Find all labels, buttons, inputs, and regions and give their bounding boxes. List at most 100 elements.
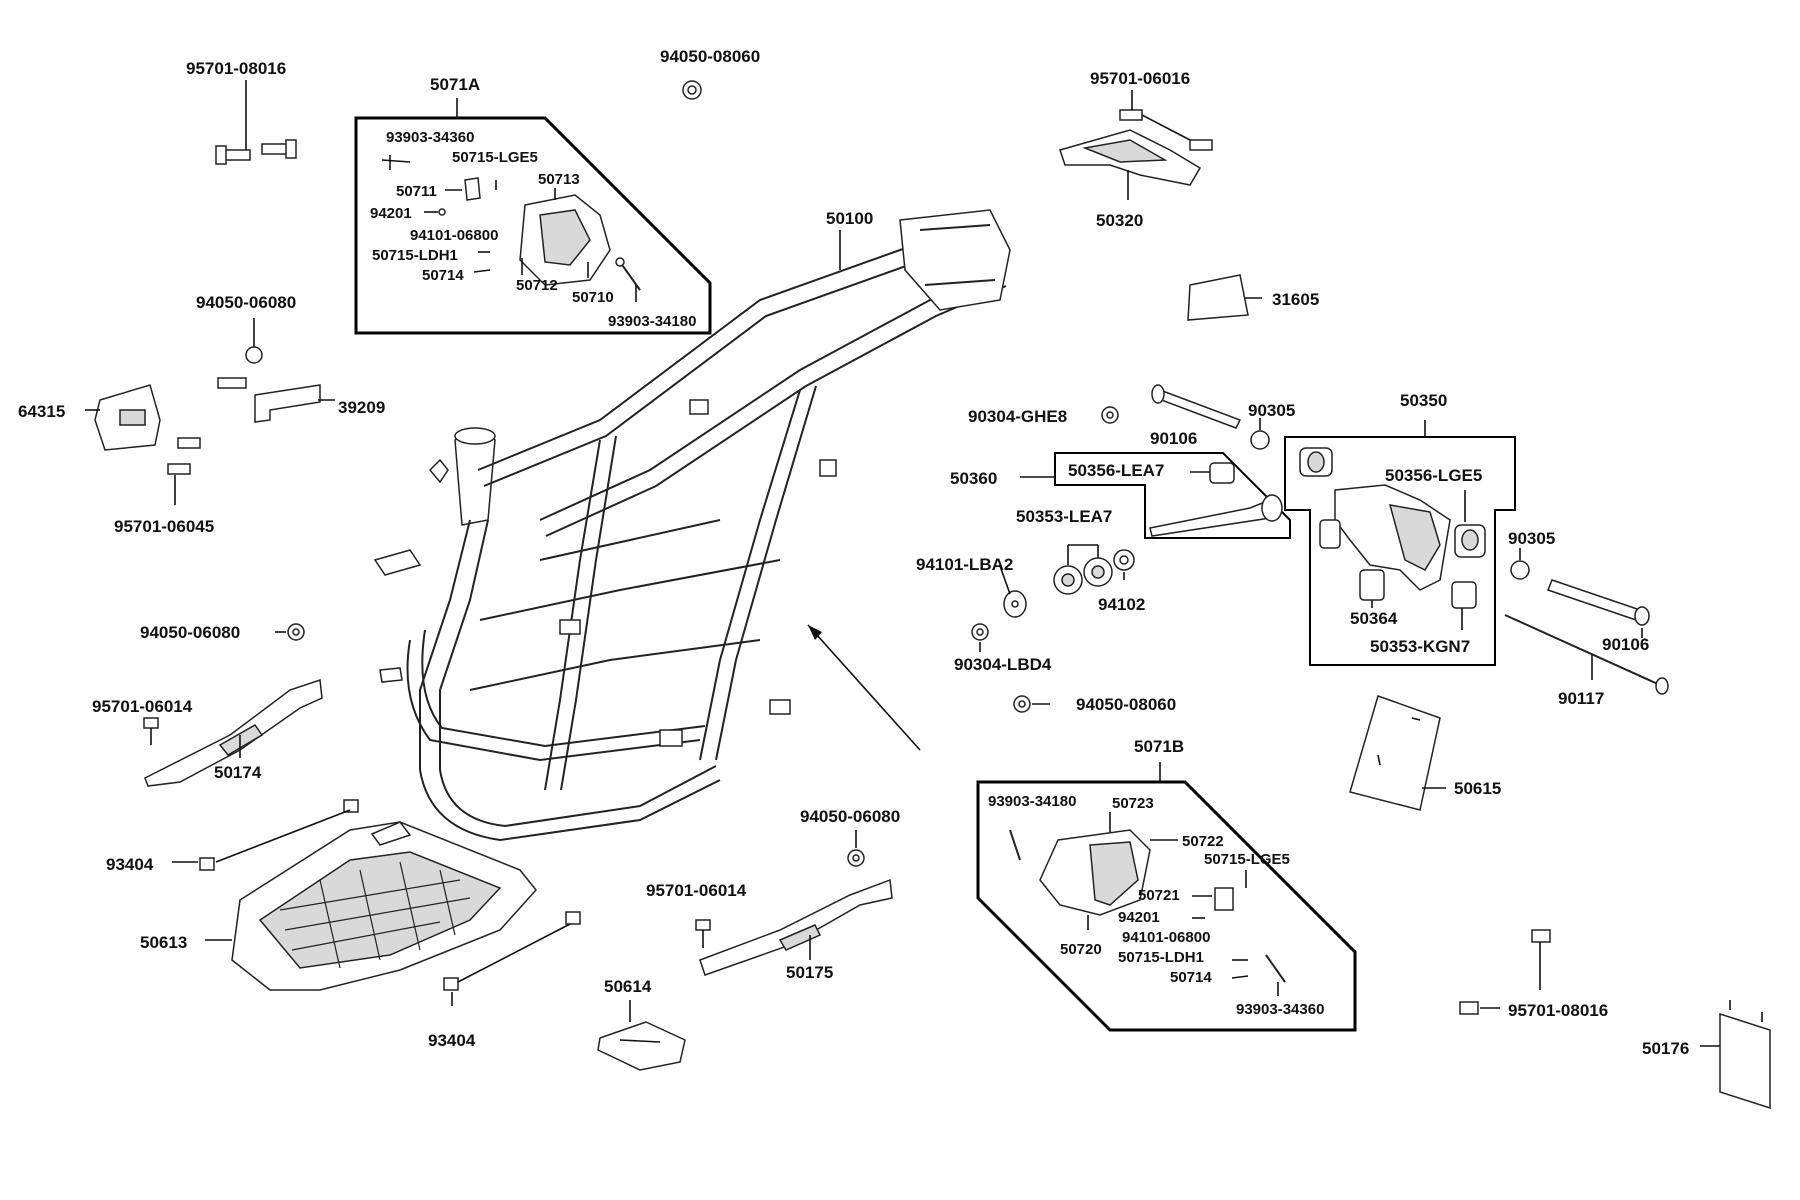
label-94101-06800-a: 94101-06800	[410, 227, 498, 244]
shaft-50360	[1149, 462, 1283, 537]
label-50350: 50350	[1400, 391, 1447, 410]
main-frame-50100	[373, 209, 1011, 842]
plate-50615	[1349, 695, 1441, 811]
label-94101-06800-b: 94101-06800	[1122, 929, 1210, 946]
label-50723: 50723	[1112, 795, 1154, 812]
leader-50714-a	[473, 269, 491, 273]
bolt-95701-08016-br-1	[1531, 929, 1551, 990]
label-50711: 50711	[396, 183, 437, 200]
label-93903-34180-b: 93903-34180	[988, 793, 1076, 810]
nut-94050-08060-top	[682, 80, 702, 100]
label-5071B: 5071B	[1134, 737, 1184, 756]
label-50722: 50722	[1182, 833, 1224, 850]
label-90106-b: 90106	[1602, 635, 1649, 654]
bracket-50174	[144, 678, 323, 787]
group-box-50360	[1054, 452, 1291, 539]
label-90305-a: 90305	[1248, 401, 1295, 420]
nut-94050-06080-c	[847, 849, 865, 867]
plate-31605	[1187, 274, 1249, 321]
label-90304-GHE8: 90304-GHE8	[968, 407, 1067, 426]
label-50710: 50710	[572, 289, 614, 306]
bolt-93903-34360-a	[381, 159, 411, 163]
label-93404-a: 93404	[106, 855, 154, 874]
label-90106-a: 90106	[1150, 429, 1197, 448]
hanger-assembly-50350	[1299, 447, 1486, 609]
washer-94101-LBA2	[1003, 590, 1027, 618]
label-94201-a: 94201	[370, 205, 412, 222]
label-31605: 31605	[1272, 290, 1319, 309]
bracket-50175	[699, 878, 893, 976]
label-95701-06014-a: 95701-06014	[92, 697, 193, 716]
leader-94101-LBA2	[999, 565, 1011, 595]
label-94050-06080-c: 94050-06080	[800, 807, 900, 826]
nut-94050-06080-a	[217, 346, 263, 389]
label-50721: 50721	[1138, 887, 1180, 904]
bolt-90106-b	[1547, 579, 1650, 626]
label-50715-LGE5-a: 50715-LGE5	[452, 149, 538, 166]
label-50715-LGE5-b: 50715-LGE5	[1204, 851, 1290, 868]
label-50176: 50176	[1642, 1039, 1689, 1058]
label-90304-LBD4: 90304-LBD4	[954, 655, 1052, 674]
frame-pointer-arrowhead	[808, 625, 822, 640]
plate-50614	[597, 1021, 686, 1071]
label-50715-LDH1-a: 50715-LDH1	[372, 247, 458, 264]
label-50720: 50720	[1060, 941, 1102, 958]
bushings-50353-LEA7	[1053, 557, 1113, 595]
label-95701-08016-tl: 95701-08016	[186, 59, 286, 78]
nut-90305-b	[1510, 560, 1530, 580]
frame-pointer-line	[807, 624, 921, 751]
label-50714-b: 50714	[1170, 969, 1212, 986]
label-50614: 50614	[604, 977, 652, 996]
label-50712: 50712	[516, 277, 558, 294]
label-93404-b: 93404	[428, 1031, 476, 1050]
nut-90305-a	[1250, 430, 1270, 450]
nut-94050-08060-mid	[1013, 695, 1031, 713]
label-50715-LDH1-b: 50715-LDH1	[1118, 949, 1204, 966]
label-93903-34180-a: 93903-34180	[608, 313, 696, 330]
label-90305-b: 90305	[1508, 529, 1555, 548]
bolts-95701-06016	[1119, 109, 1213, 151]
group-box-5071A	[354, 116, 712, 335]
bolt-93404-b	[443, 911, 581, 991]
bolt-95701-08016-br-2	[1459, 1001, 1479, 1015]
leader-50714-b	[1231, 975, 1249, 979]
label-50175: 50175	[786, 963, 833, 982]
label-94050-06080-a: 94050-06080	[196, 293, 296, 312]
label-94050-06080-b: 94050-06080	[140, 623, 240, 642]
bracket-39209	[254, 384, 321, 423]
label-94201-b: 94201	[1118, 909, 1160, 926]
label-50320: 50320	[1096, 211, 1143, 230]
part-labels: 95701-08016 5071A 94050-08060 95701-0601…	[18, 47, 1689, 1058]
label-50613: 50613	[140, 933, 187, 952]
label-94101-LBA2: 94101-LBA2	[916, 555, 1013, 574]
label-50360: 50360	[950, 469, 997, 488]
bolt-95701-06014-b	[695, 919, 711, 948]
label-93903-34360-b: 93903-34360	[1236, 1001, 1324, 1018]
label-50356-LEA7: 50356-LEA7	[1068, 461, 1164, 480]
bracket-64315	[94, 384, 161, 451]
group-box-5071B	[976, 780, 1357, 1032]
label-50615: 50615	[1454, 779, 1501, 798]
label-95701-08016-br: 95701-08016	[1508, 1001, 1608, 1020]
label-94102: 94102	[1098, 595, 1145, 614]
label-94050-08060-mid: 94050-08060	[1076, 695, 1176, 714]
nut-90304-LBD4	[971, 623, 989, 641]
bolt-90106-a	[1151, 384, 1242, 429]
label-50364: 50364	[1350, 609, 1398, 628]
label-95701-06014-b: 95701-06014	[646, 881, 747, 900]
bracket-50320	[1059, 129, 1202, 186]
plate-50176	[1719, 1000, 1771, 1110]
label-50353-KGN7: 50353-KGN7	[1370, 637, 1470, 656]
label-50353-LEA7: 50353-LEA7	[1016, 507, 1112, 526]
label-5071A: 5071A	[430, 75, 480, 94]
label-50714-a: 50714	[422, 267, 464, 284]
label-64315: 64315	[18, 402, 65, 421]
bolt-95701-06014-a	[143, 717, 159, 745]
label-50356-LGE5: 50356-LGE5	[1385, 466, 1482, 485]
label-50174: 50174	[214, 763, 262, 782]
bolts-95701-06045	[167, 437, 201, 475]
group-box-50350	[1284, 436, 1516, 666]
floor-panel-50613	[231, 821, 537, 991]
